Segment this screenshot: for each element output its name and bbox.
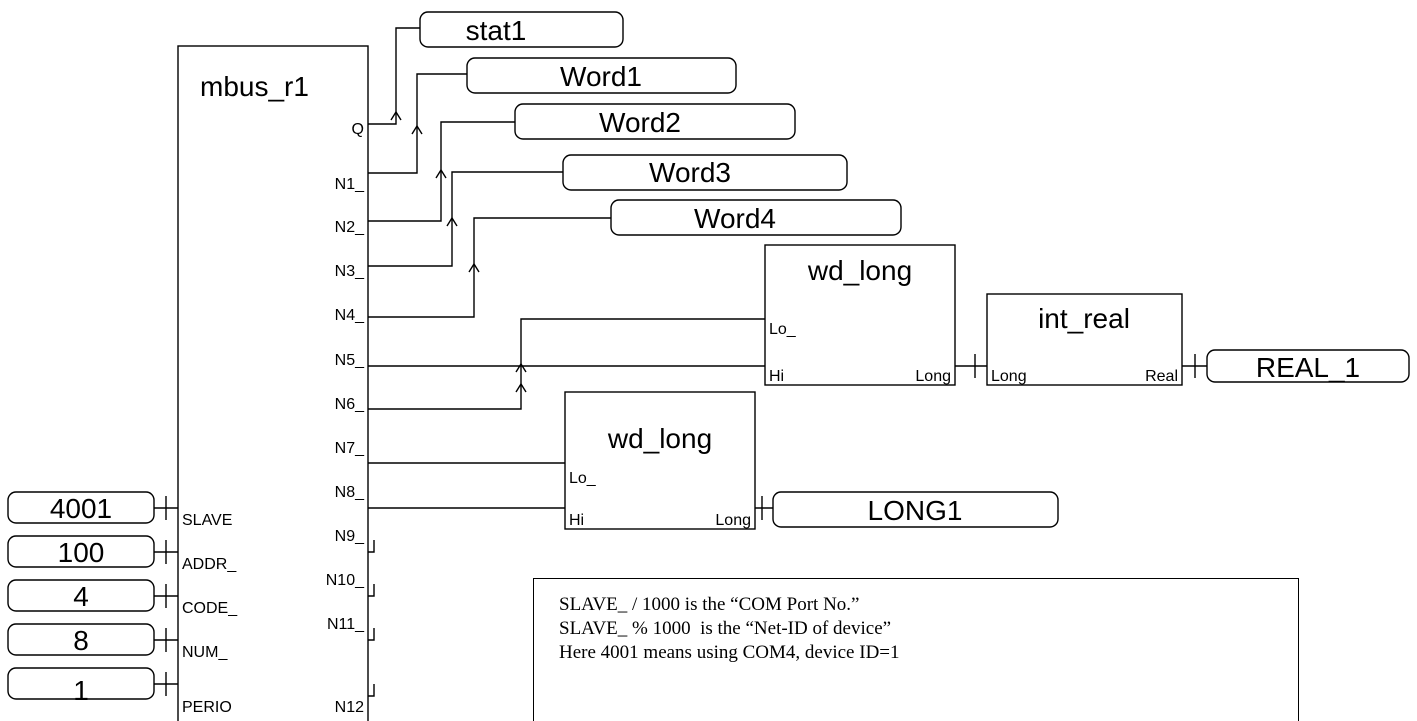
var-stat1-label: stat1 xyxy=(466,15,527,46)
wd-long-2-title: wd_long xyxy=(607,423,712,454)
var-word1-label: Word1 xyxy=(560,61,642,92)
note-line-2: SLAVE_ % 1000 is the “Net-ID of device” xyxy=(559,618,892,639)
var-long1-label: LONG1 xyxy=(868,495,963,526)
int-real-pin-real: Real xyxy=(1145,368,1178,385)
int-real-title: int_real xyxy=(1038,303,1130,334)
pin-n10: N10_ xyxy=(326,572,365,589)
pin-n11: N11_ xyxy=(327,616,365,633)
var-word2-label: Word2 xyxy=(599,107,681,138)
const-8-label: 8 xyxy=(73,625,89,656)
note-line-1: SLAVE_ / 1000 is the “COM Port No.” xyxy=(559,594,860,615)
pin-n4: N4_ xyxy=(335,307,365,324)
pin-q: Q xyxy=(352,121,364,138)
wd-long-2-pin-long: Long xyxy=(715,512,751,529)
wire-q-stat1 xyxy=(368,27,420,125)
int-real-pin-long: Long xyxy=(991,368,1027,385)
wire-n3-word3 xyxy=(368,171,563,267)
wd-long-1-pin-hi: Hi xyxy=(769,368,784,385)
pin-n12: N12 xyxy=(335,699,364,716)
const-100-label: 100 xyxy=(58,537,105,568)
wire-intreal-real1 xyxy=(1182,354,1207,378)
var-word3-label: Word3 xyxy=(649,157,731,188)
wd-long-1-pin-lo: Lo_ xyxy=(769,321,797,338)
wire-n4-word4 xyxy=(368,217,611,318)
wire-n1-word1 xyxy=(368,73,467,174)
wd-long-2-pin-lo: Lo_ xyxy=(569,470,597,487)
wd-long-2-pin-hi: Hi xyxy=(569,512,584,529)
pin-code: CODE_ xyxy=(182,600,238,617)
mbus-r1-title: mbus_r1 xyxy=(200,71,309,102)
pin-n1: N1_ xyxy=(335,176,365,193)
pin-n6: N6_ xyxy=(335,396,365,413)
pin-n3: N3_ xyxy=(335,263,365,280)
pin-perio: PERIO xyxy=(182,699,232,716)
wd-long-1-title: wd_long xyxy=(807,255,912,286)
const-4-label: 4 xyxy=(73,581,89,612)
pin-n7: N7_ xyxy=(335,440,365,457)
note-line-3: Here 4001 means using COM4, device ID=1 xyxy=(559,642,900,663)
const-4001-label: 4001 xyxy=(50,493,112,524)
var-real1-label: REAL_1 xyxy=(1256,352,1360,383)
var-word1[interactable] xyxy=(466,57,737,94)
pin-n8: N8_ xyxy=(335,484,365,501)
note-box: SLAVE_ / 1000 is the “COM Port No.” SLAV… xyxy=(533,578,1299,721)
pin-slave: SLAVE xyxy=(182,512,232,529)
wire-wdlong-intreal xyxy=(955,354,987,378)
wire-n2-word2 xyxy=(368,121,515,222)
var-word4-label: Word4 xyxy=(694,203,776,234)
pin-n9: N9_ xyxy=(335,528,365,545)
wd-long-2-block[interactable] xyxy=(564,391,756,530)
const-1-label: 1 xyxy=(73,675,89,706)
wd-long-1-block[interactable] xyxy=(764,244,956,386)
var-long1[interactable] xyxy=(772,491,1059,528)
pin-n2: N2_ xyxy=(335,219,365,236)
pin-addr: ADDR_ xyxy=(182,556,237,573)
int-real-block[interactable] xyxy=(986,293,1183,386)
pin-num: NUM_ xyxy=(182,644,228,661)
wire-wdlong2-long1 xyxy=(755,496,773,520)
mbus-r1-block[interactable] xyxy=(177,45,369,721)
pin-n5: N5_ xyxy=(335,352,365,369)
wd-long-1-pin-long: Long xyxy=(915,368,951,385)
var-stat1[interactable] xyxy=(419,11,624,48)
